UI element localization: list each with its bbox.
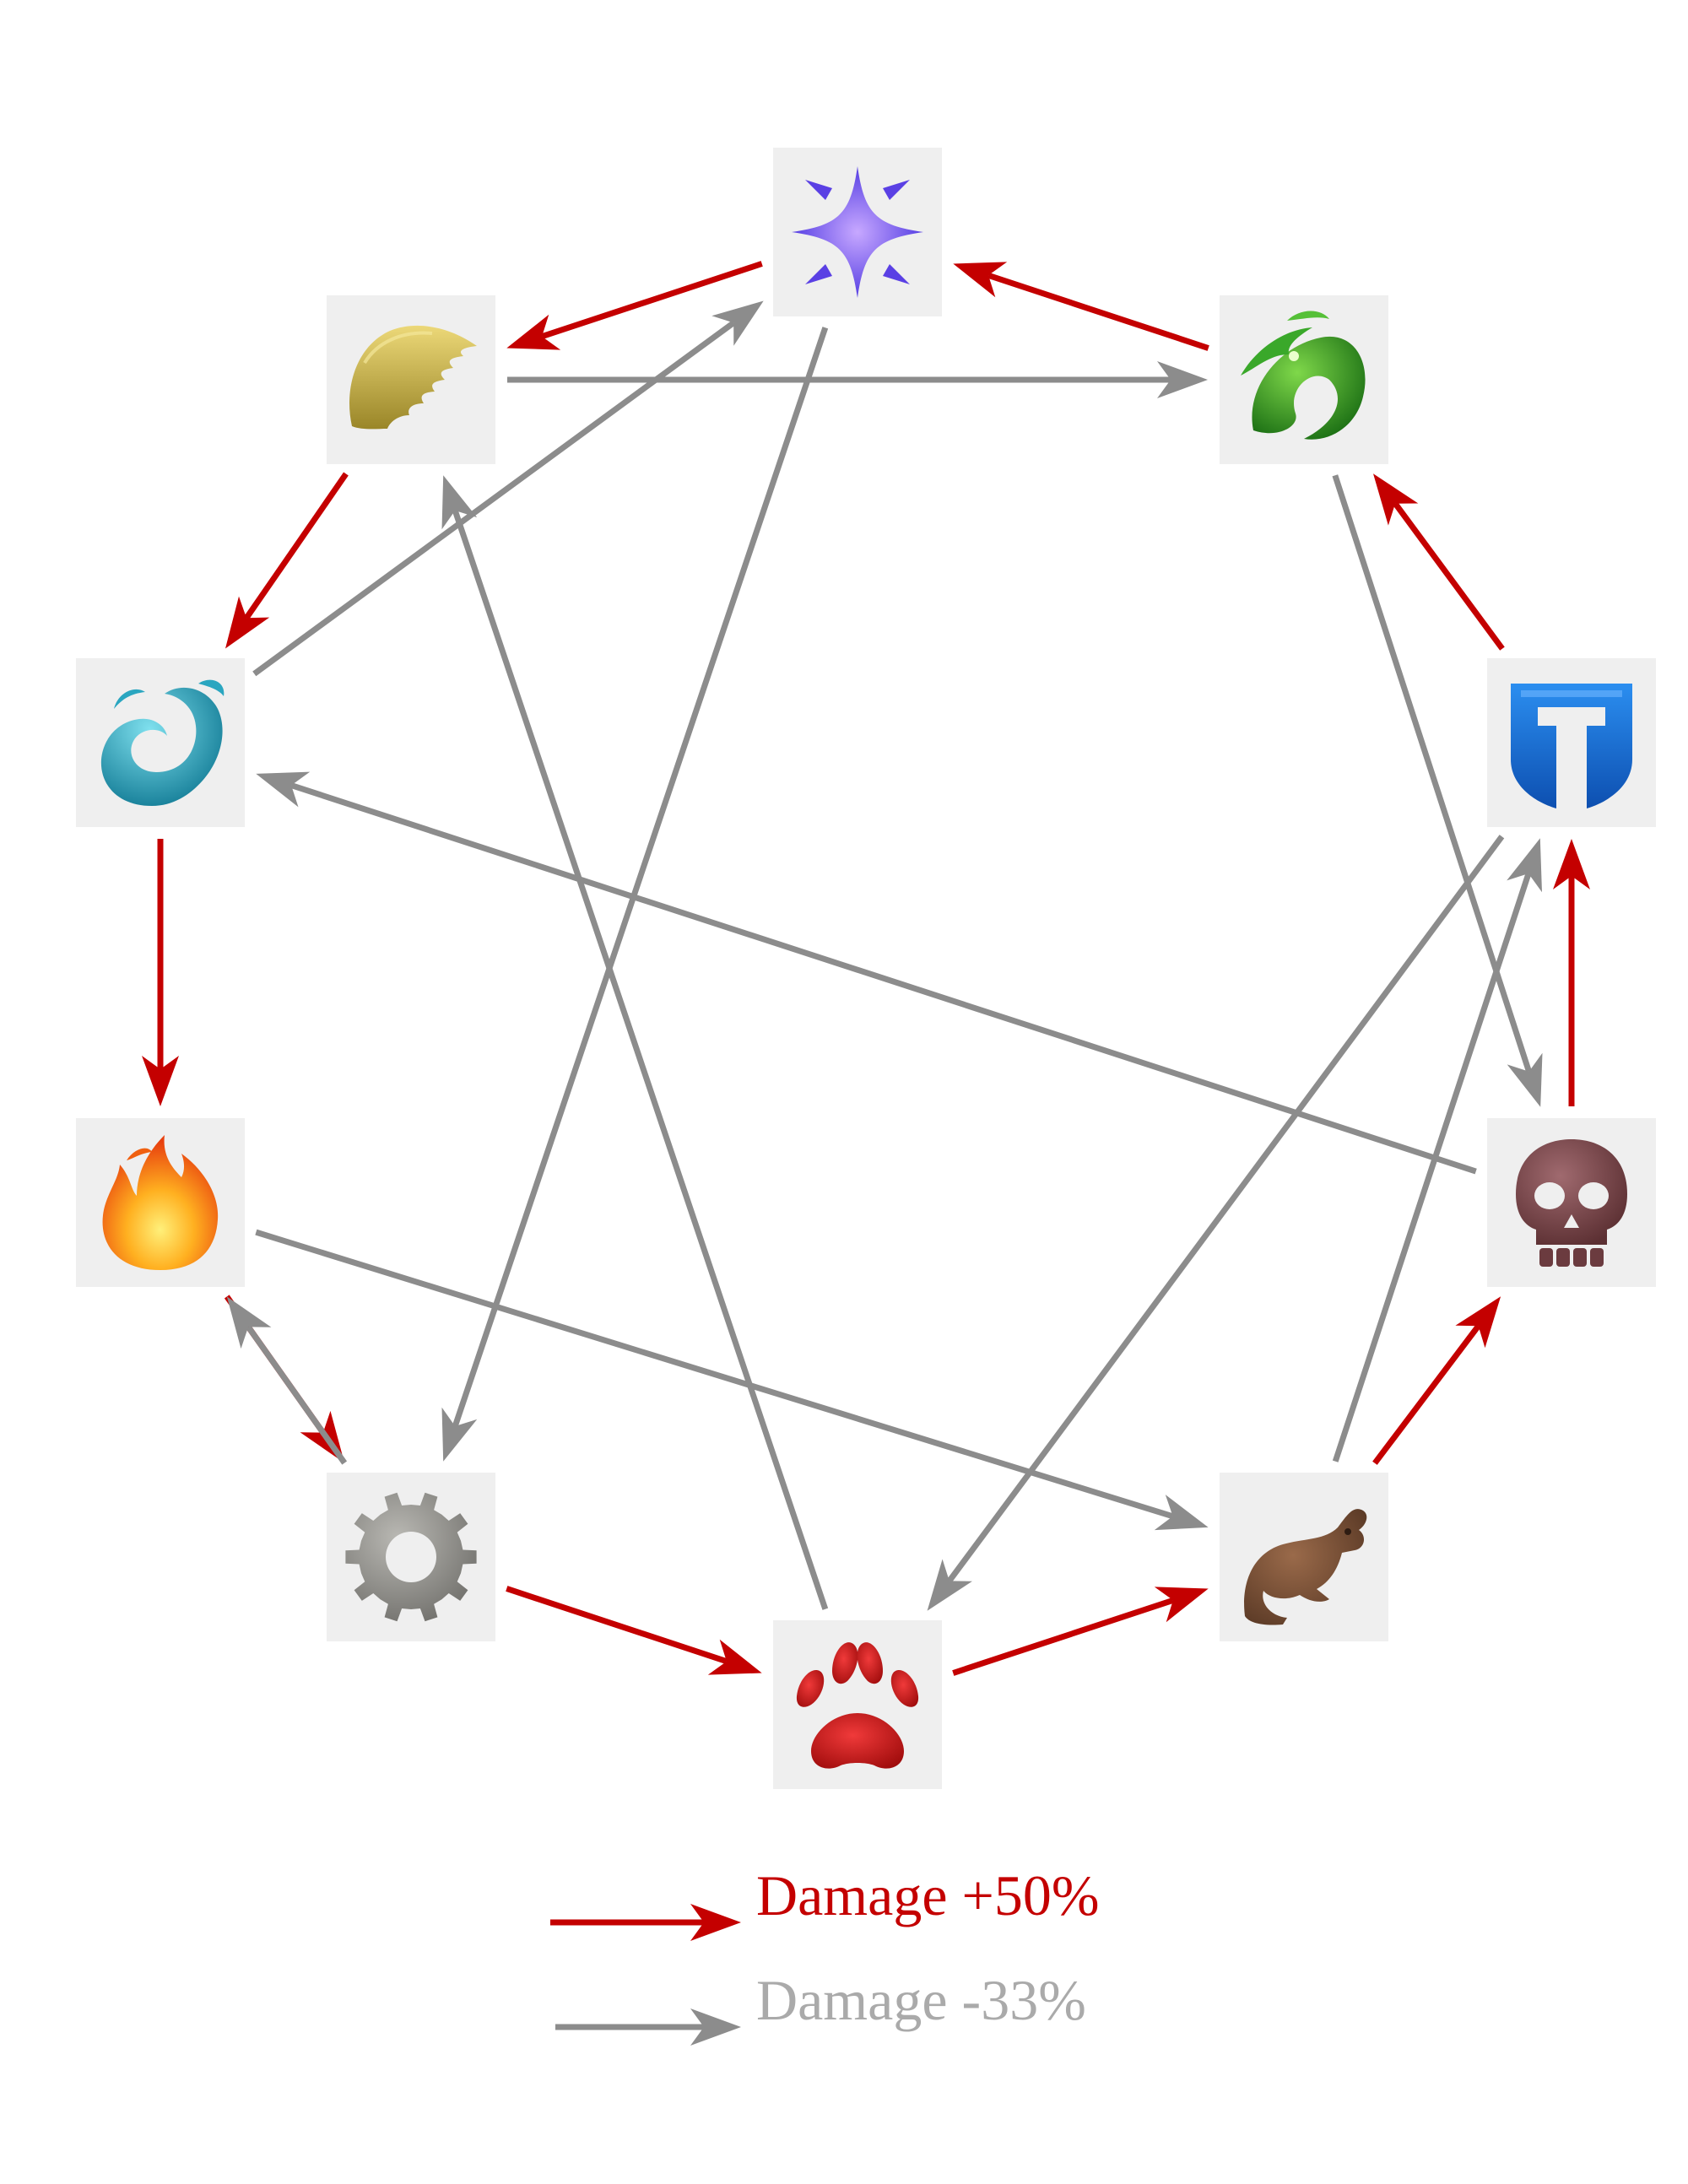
water-swirl-icon — [100, 679, 225, 806]
wing-icon — [349, 325, 477, 430]
strong-arrow-armor-to-dragon — [1373, 473, 1505, 651]
type-node-beast — [1220, 1473, 1388, 1641]
skull-icon — [1516, 1139, 1627, 1267]
helmet-icon — [1511, 684, 1632, 808]
type-node-water — [76, 658, 245, 827]
strong-arrow-mech-to-bestial — [506, 1586, 762, 1675]
legend-strong-label: Damage +50% — [756, 1863, 1100, 1927]
strong-arrow-beast-to-undead — [1372, 1296, 1501, 1465]
type-node-armor — [1487, 658, 1656, 827]
type-node-fire — [76, 1118, 245, 1287]
strong-arrow-air-to-water — [225, 472, 349, 649]
gear-icon — [345, 1492, 477, 1622]
type-node-arcane — [773, 148, 942, 316]
paw-icon — [796, 1642, 919, 1769]
weak-arrow-fire-to-beast — [255, 1229, 1209, 1531]
fire-icon — [102, 1135, 219, 1270]
type-node-bestial — [773, 1620, 942, 1789]
type-node-box — [773, 1620, 942, 1789]
legend-weak-label: Damage -33% — [756, 1968, 1086, 2032]
strong-arrow-dragon-to-arcane — [953, 262, 1209, 351]
type-node-dragon — [1220, 295, 1388, 464]
sparkle-star-icon — [792, 166, 923, 298]
type-node-mech — [327, 1473, 495, 1641]
weak-arrow-mech-to-fire — [226, 1296, 348, 1465]
strong-arrow-arcane-to-air — [506, 261, 763, 350]
weak-arrow-beast-to-armor — [1332, 838, 1542, 1462]
weak-arrow-undead-to-water — [256, 771, 1477, 1175]
weak-arrow-armor-to-bestial — [927, 835, 1505, 1611]
strong-arrow-undead-to-armor — [1553, 839, 1590, 1106]
weak-arrow-arcane-to-mech — [441, 327, 829, 1462]
weak-arrow-bestial-to-air — [441, 475, 829, 1610]
legend-weak-arrow — [555, 2008, 741, 2046]
strong-arrow-bestial-to-beast — [952, 1587, 1209, 1676]
type-node-undead — [1487, 1118, 1656, 1287]
legend-strong-arrow — [550, 1904, 741, 1941]
strong-arrow-water-to-fire — [142, 839, 179, 1106]
rat-icon — [1244, 1509, 1367, 1625]
weak-arrow-air-to-dragon — [507, 361, 1208, 398]
type-node-air — [327, 295, 495, 464]
dragon-icon — [1241, 311, 1366, 440]
weak-arrow-water-to-arcane — [252, 300, 764, 677]
